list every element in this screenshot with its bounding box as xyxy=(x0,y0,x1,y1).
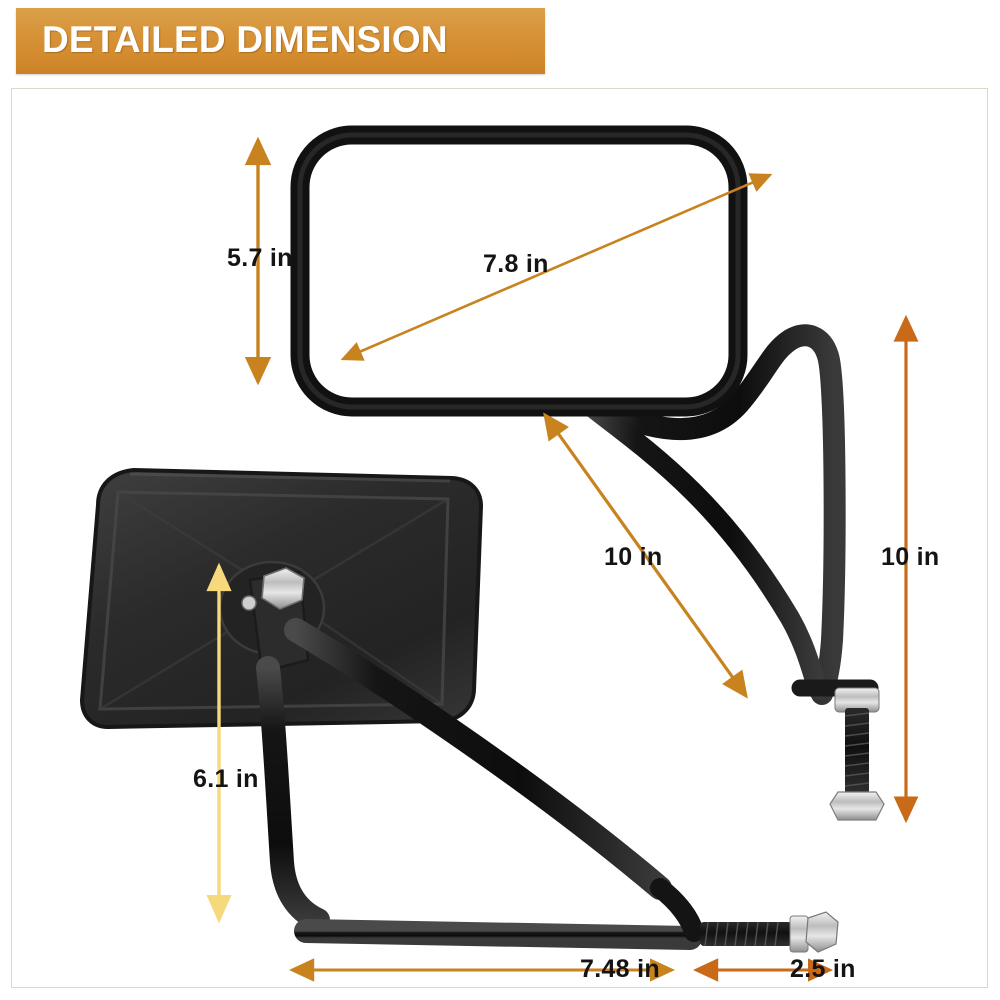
dimension-label-mirror-face-height: 6.1 in xyxy=(193,765,259,793)
page-title: DETAILED DIMENSION xyxy=(42,19,448,61)
diagram-panel xyxy=(11,88,988,988)
dimension-label-arm-vertical: 10 in xyxy=(881,543,940,571)
dimension-label-mirror-height: 5.7 in xyxy=(227,244,293,272)
dimension-label-mirror-diagonal: 7.8 in xyxy=(483,250,549,278)
dimension-label-mount-depth: 2.5 in xyxy=(790,955,856,983)
header-banner: DETAILED DIMENSION xyxy=(16,8,545,74)
dimension-label-overall-width: 7.48 in xyxy=(580,955,660,983)
dimension-label-arm-diagonal: 10 in xyxy=(604,543,663,571)
